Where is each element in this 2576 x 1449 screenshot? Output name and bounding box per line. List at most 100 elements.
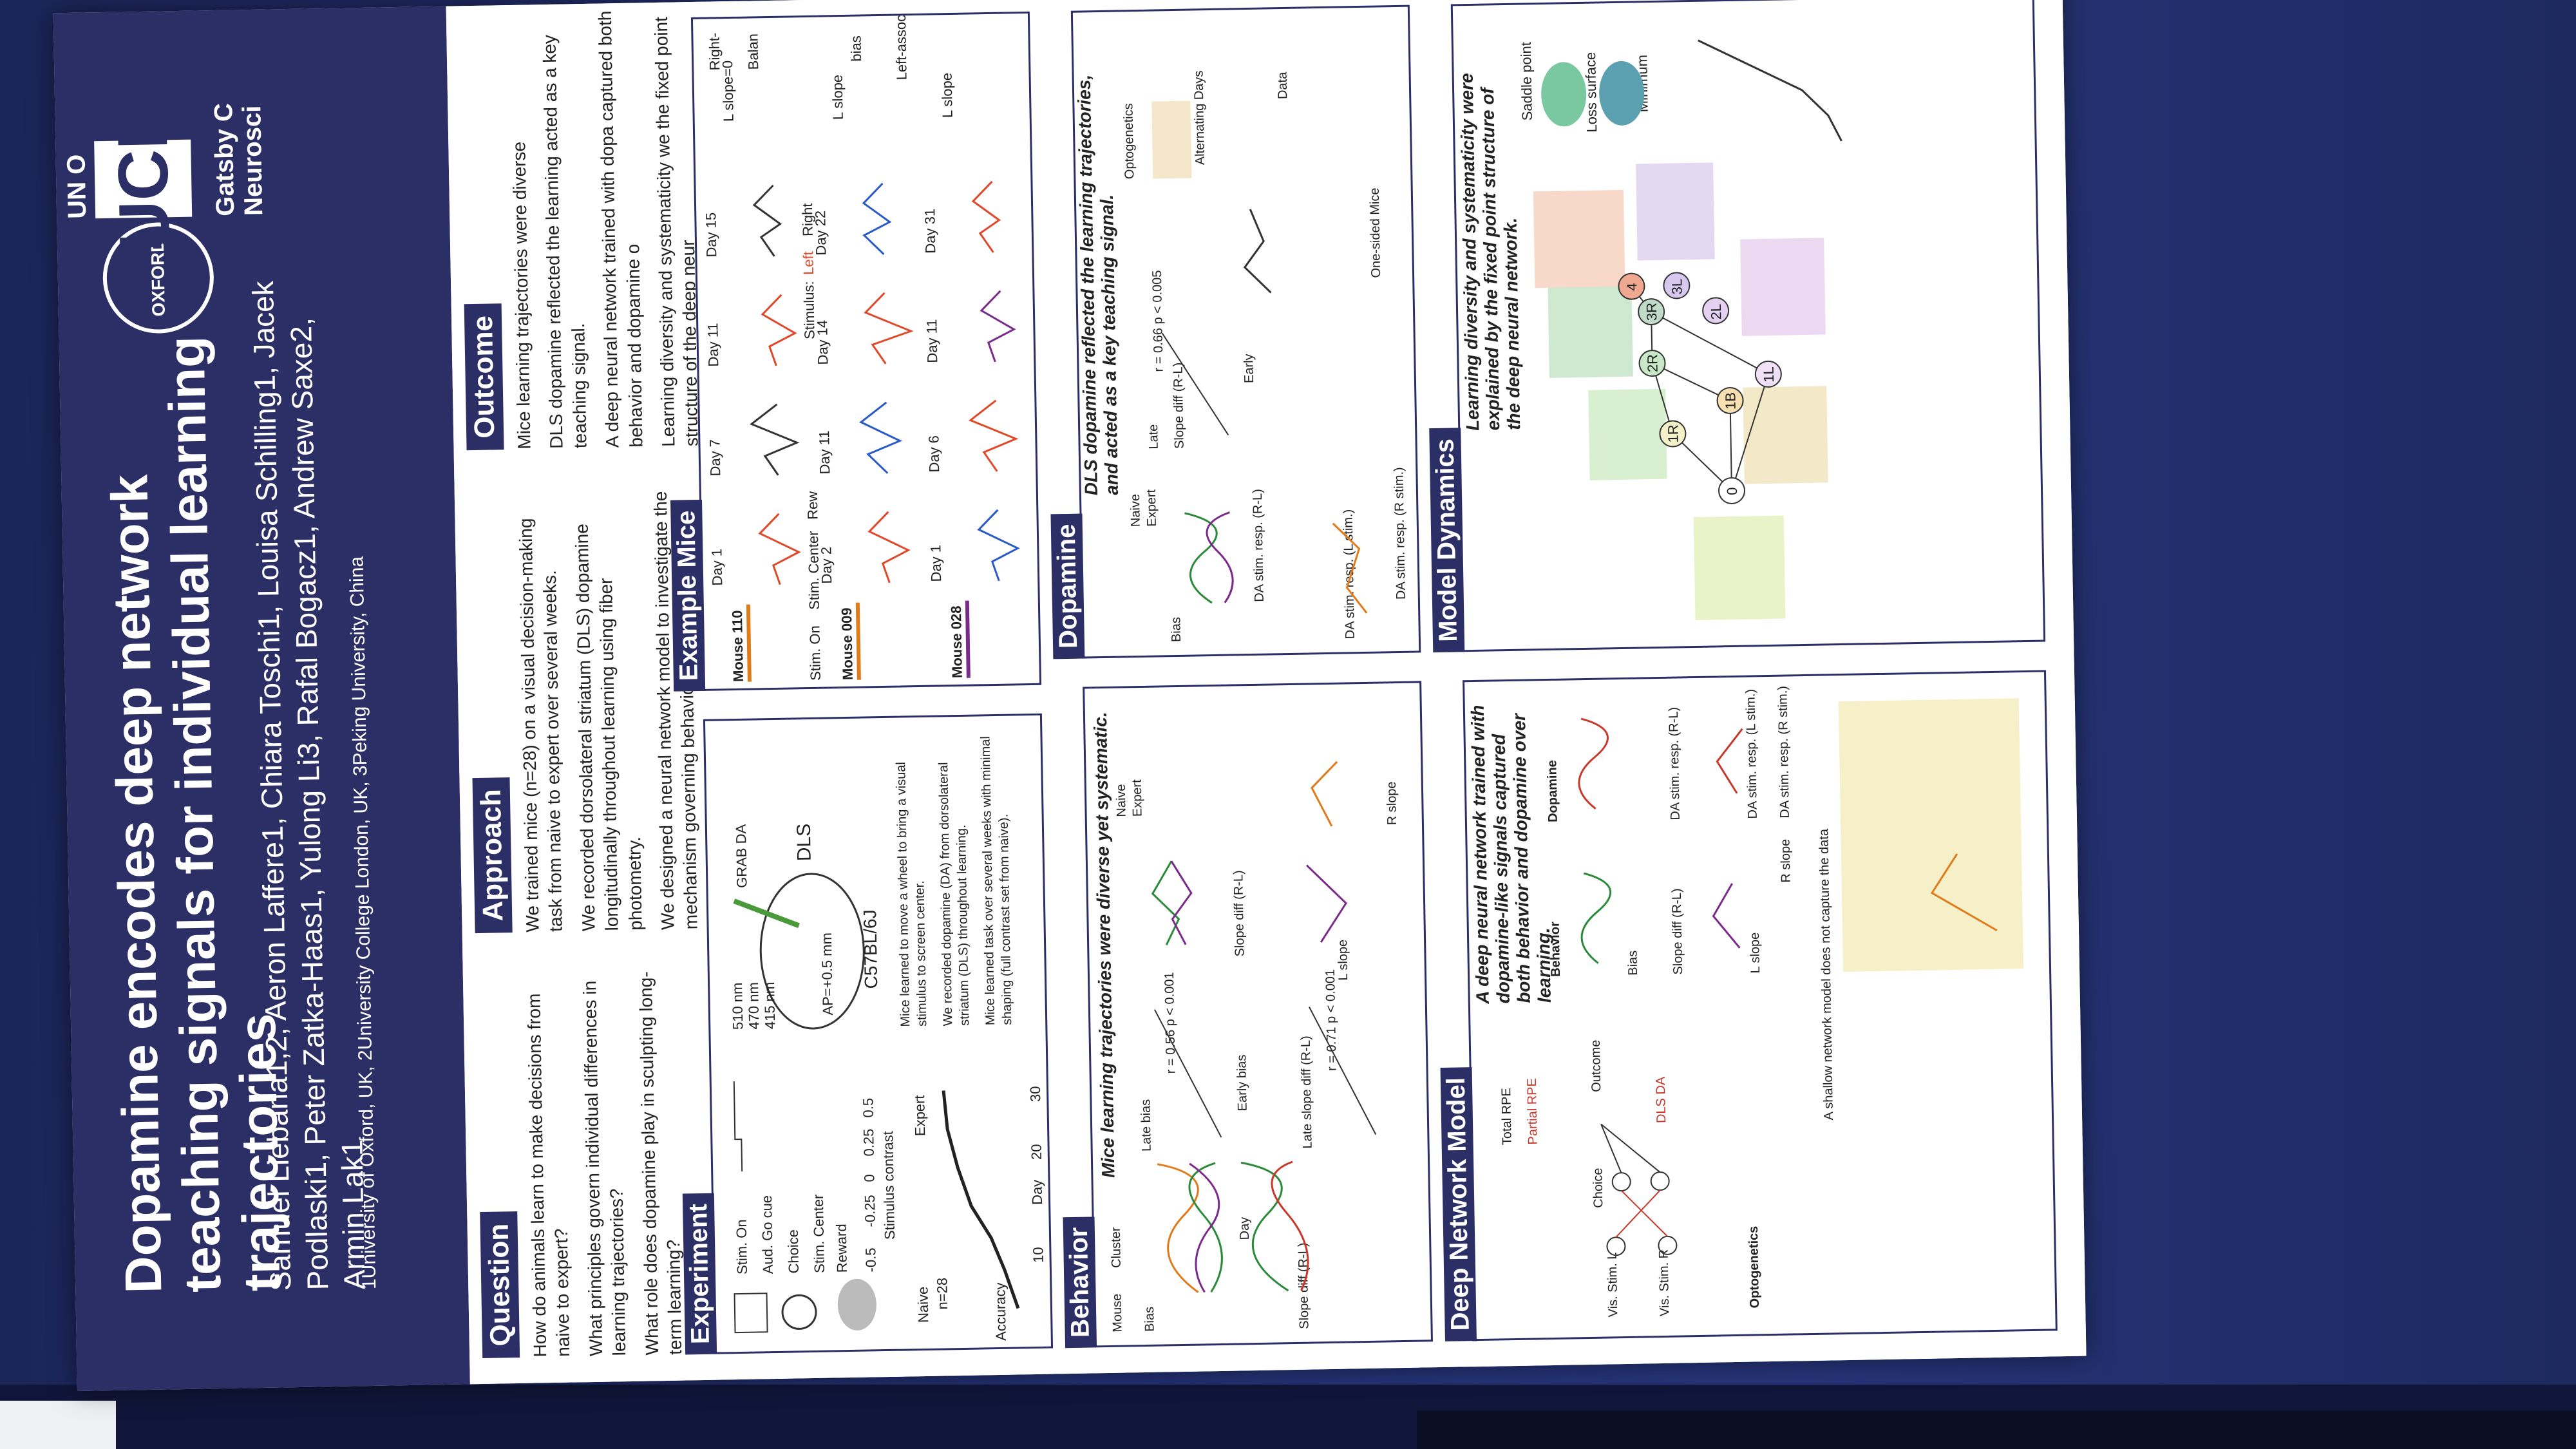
node-3r [1638,298,1665,326]
model-dynamics-callout: Learning diversity and systematicity wer… [1456,73,1524,431]
experiment-box: Experiment Stim. On Aud. Go cue Choice S… [682,713,1054,1355]
m028-day-4: Day 31 [922,209,938,254]
wheel-icon [781,1294,817,1330]
mouse-110-label: Mouse 110 [729,610,746,682]
regression-line-2 [1308,1007,1377,1135]
dnm-axis-slope: Slope diff (R-L) [1670,888,1685,975]
node-1r-label: 1R [1665,424,1681,443]
side-label-5: Left-associat [892,14,909,80]
example-mice-box: Example Mice Mouse 110 Mouse 009 Mouse 0… [670,0,1042,692]
question-bullet-3: What role does dopamine play in sculptin… [635,971,686,1356]
timeline-trace [733,1081,743,1171]
deep-network-box: Deep Network Model A deep neural network… [1440,670,2058,1341]
experiment-note-2: We recorded dopamine (DA) from dorsolate… [936,762,972,1027]
question-bullets: How do animals learn to make decisions f… [522,962,688,1358]
alternating-days-panel [1151,100,1192,179]
behavior-axis-early-bias: Early bias [1235,1054,1250,1111]
dnm-optogenetics: Optogenetics [1747,1226,1762,1309]
node-3l-label: 3L [1669,279,1685,295]
label-choice: Choice [785,1229,802,1274]
experiment-notes: Mice learned to move a wheel to bring a … [892,729,1016,1027]
experiment-figure: Stim. On Aud. Go cue Choice Stim. Center… [729,729,1046,1341]
dopamine-side-alternating: Alternating Days [1191,70,1208,165]
stim-center-label: Stim. Center [805,531,822,610]
side-label-6: L slope [938,73,955,118]
saddle-point-label: Saddle point [1518,42,1535,121]
contrast-tick-4: 0.25 [860,1128,877,1156]
side-label-2: Balan [744,33,761,70]
contrast-tick-2: -0.25 [862,1195,878,1227]
dnm-choice: Choice [1591,1168,1605,1208]
fixed-point-panel-2l [1740,238,1826,336]
dnm-axis-r-slope: R slope [1778,839,1793,883]
screen-icon [734,1293,768,1334]
mouse-drawing [837,1278,876,1331]
behavior-axis-bias: Bias [1142,1307,1157,1332]
dnm-outcome: Outcome [1589,1039,1604,1092]
stat-1: r = 0.56 p < 0.001 [1162,972,1179,1074]
example-mice-figure: Mouse 110 Mouse 009 Mouse 028 Day 1 Day … [703,0,1020,682]
m028-day-3: Day 11 [923,319,940,363]
question-section: Question How do animals learn to make de… [476,961,697,1359]
outcome-bullet-1: Mice learning trajectories were diverse [509,141,535,450]
outcome-bullet-2: DLS dopamine reflected the learning acte… [539,34,591,450]
m028-day-2: Day 6 [925,435,942,473]
node-4-label: 4 [1624,283,1640,291]
dnm-vis-stim-l: Vis. Stim. L [1605,1252,1621,1317]
dls-label: DLS [793,824,815,862]
question-heading: Question [480,1211,520,1359]
day-tick-3: 30 [1027,1086,1043,1102]
node-3r-label: 3R [1643,303,1660,321]
behavior-box: Behavior Mice learning trajectories were… [1063,681,1433,1349]
m009-day-3: Day 14 [814,320,831,365]
dopamine-legend-naive: Naive [1128,494,1143,527]
grab-da-label: GRAB DA [733,824,750,888]
expert-label: Expert [911,1095,928,1136]
m028-day-1: Day 1 [927,545,944,582]
gatsby-unit-name: Gatsby C Neurosci [209,102,269,217]
m009-day-1: Day 2 [818,547,835,584]
behavior-axis-late-bias: Late bias [1139,1099,1153,1152]
institution-name-partial: UN O [62,154,92,220]
outcome-heading: Outcome [464,303,504,451]
legend-expert: Expert [1130,779,1145,817]
wavelength-510: 510 nm [729,982,746,1030]
ucl-logo: UCL [94,106,193,252]
approach-heading: Approach [472,777,513,934]
mouse-028-label: Mouse 028 [948,605,965,678]
mouse-009-color-bar [855,602,861,680]
behavior-axis-l-slope: L slope [1336,940,1350,981]
stim-on-label: Stim. On [806,625,823,681]
dopamine-axis-early: Early [1242,354,1256,383]
node-2l [1702,297,1730,325]
node-4 [1618,272,1645,300]
dnm-behavior-label: Behavior [1548,922,1563,977]
saddle-surface [1541,62,1587,127]
dopamine-box: Dopamine DLS dopamine reflected the lear… [1050,5,1421,659]
behavior-axis-r-slope: R slope [1385,781,1399,825]
dopamine-regression-line [1161,332,1229,436]
node-1r [1659,420,1687,448]
poster-header: Dopamine encodes deep network teaching s… [53,6,470,1392]
mouse-009-label: Mouse 009 [838,607,856,680]
fixed-point-panel-4 [1533,189,1625,289]
model-dynamics-box: Model Dynamics Learning diversity and sy… [1429,0,2046,653]
n-label: n=28 [934,1278,951,1310]
model-dynamics-heading: Model Dynamics [1429,428,1465,653]
side-label-3: Right- [706,33,723,71]
dnm-shallow-note: A shallow network model does not capture… [1817,828,1836,1121]
approach-bullet-1: We trained mice (n=28) on a visual decis… [515,518,567,933]
dnm-axis-da-rl: DA stim. resp. (R-L) [1667,707,1683,820]
fixed-point-panel-1b [1743,386,1828,484]
m110-day-3: Day 11 [705,323,721,367]
dopamine-figure: Bias DA stim. resp. (R-L) DA stim. resp.… [1121,70,1408,642]
node-2l-label: 2L [1708,304,1724,320]
behavior-heading: Behavior [1063,1217,1097,1349]
contrast-tick-3: 0 [861,1174,877,1182]
wavelength-415: 415 nm [761,982,778,1030]
dopamine-heading: Dopamine [1050,513,1085,659]
right-label: Right [799,203,816,236]
accuracy-curve [942,1090,1020,1309]
rew-label: Rew [804,491,821,520]
dopamine-axis-late: Late [1146,424,1161,449]
